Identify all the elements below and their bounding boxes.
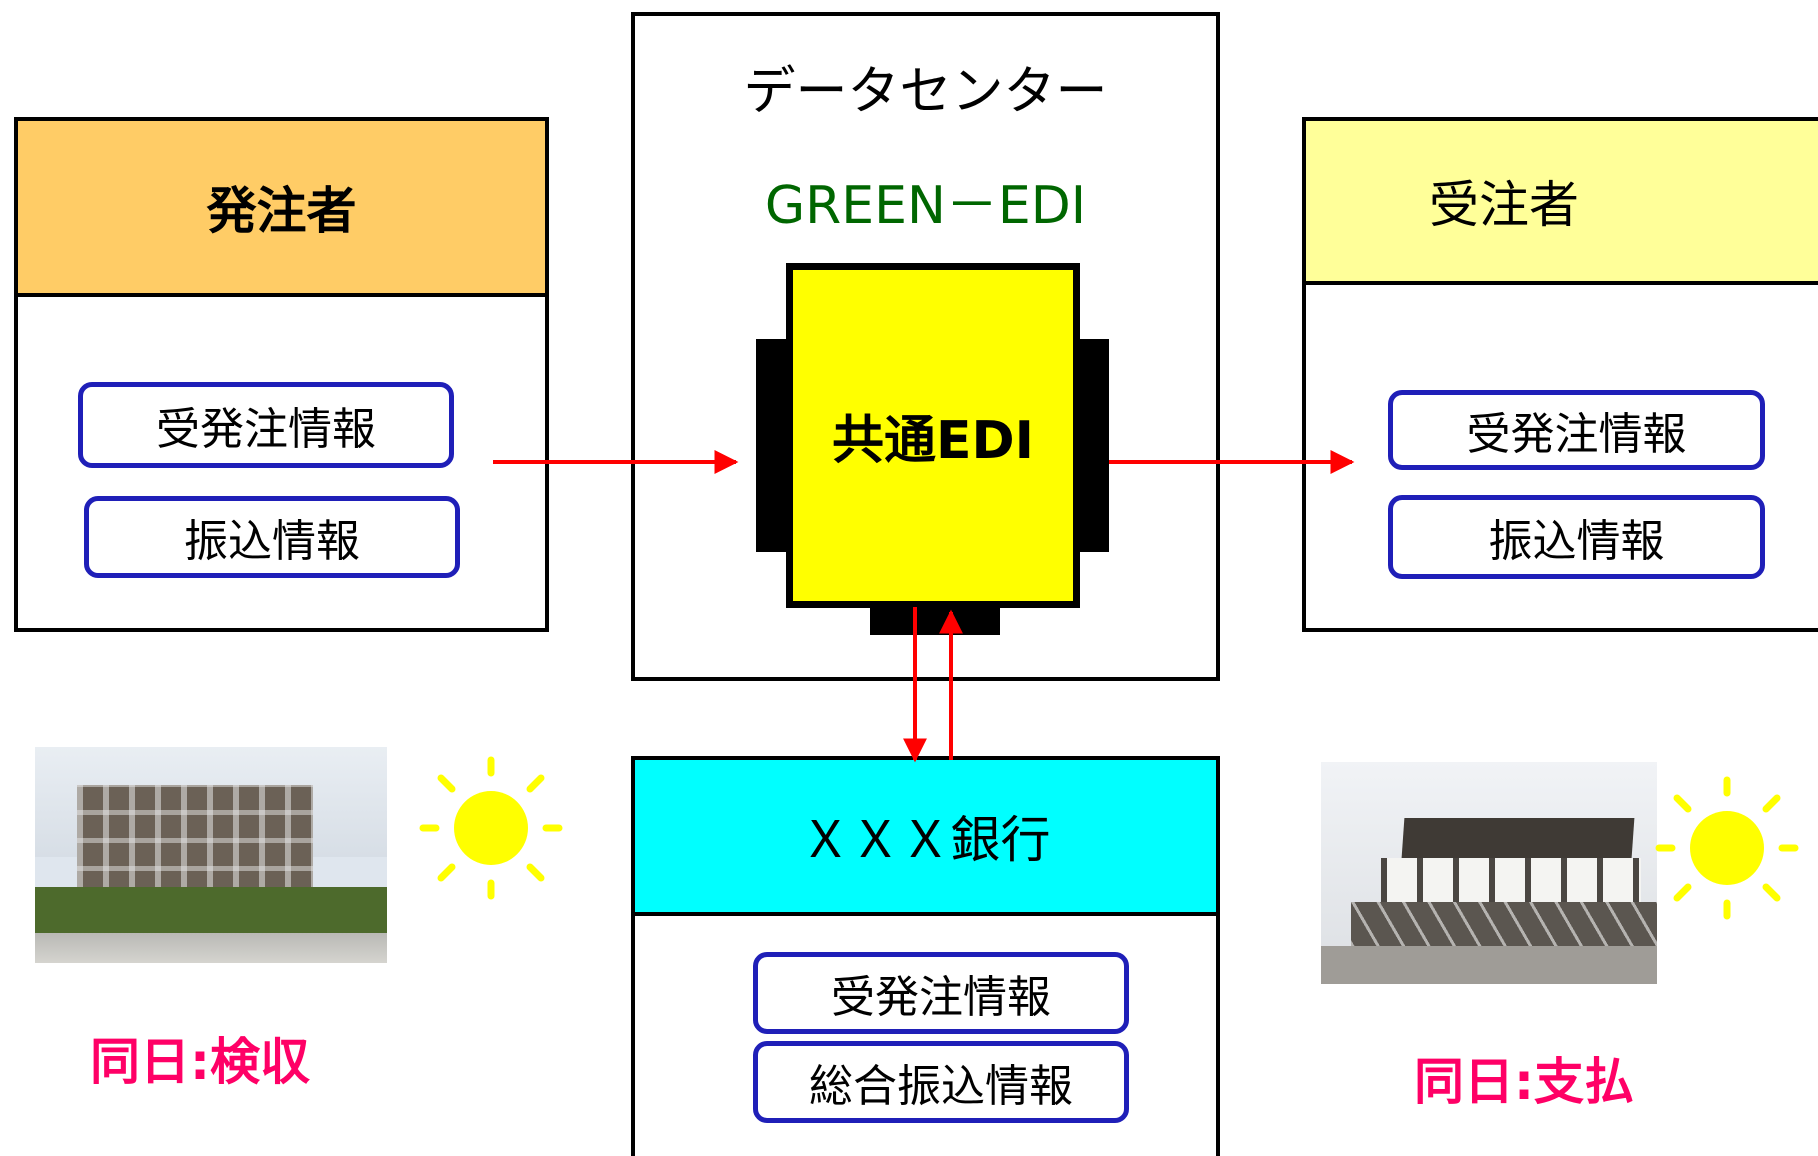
orderer-item-label: 受発注情報 (156, 404, 376, 455)
contractor-header: 受注者 (1306, 121, 1818, 285)
orderer-building-photo (35, 747, 387, 963)
bank-item-bulk-transfer-info: 総合振込情報 (753, 1041, 1129, 1123)
contractor-item-label: 受発注情報 (1466, 409, 1687, 460)
contractor-item-order-info: 受発注情報 (1388, 390, 1765, 470)
core-edi-bottom-pins (870, 603, 1000, 635)
bank-header: ＸＸＸ銀行 (635, 760, 1216, 916)
contractor-item-transfer-info: 振込情報 (1388, 495, 1765, 579)
orderer-item-order-info: 受発注情報 (78, 382, 454, 468)
orderer-title: 発注者 (206, 182, 357, 240)
datacenter-system-name: GREEN－EDI (764, 175, 1087, 236)
orderer-item-transfer-info: 振込情報 (84, 496, 460, 578)
orderer-caption: 同日:検収 (90, 1033, 310, 1091)
bank-item-label: 総合振込情報 (809, 1061, 1073, 1112)
datacenter-title: データセンター (743, 61, 1108, 122)
bank-item-order-info: 受発注情報 (753, 952, 1129, 1034)
core-edi-label: 共通EDI (831, 411, 1035, 471)
contractor-title: 受注者 (1429, 176, 1579, 234)
core-edi-chip: 共通EDI (786, 263, 1080, 608)
orderer-header: 発注者 (18, 121, 545, 297)
contractor-building-photo (1321, 762, 1657, 984)
bank-item-label: 受発注情報 (831, 972, 1051, 1023)
contractor-caption: 同日:支払 (1414, 1053, 1634, 1111)
bank-title: ＸＸＸ銀行 (800, 811, 1051, 869)
orderer-item-label: 振込情報 (184, 516, 360, 567)
contractor-item-label: 振込情報 (1488, 516, 1665, 567)
